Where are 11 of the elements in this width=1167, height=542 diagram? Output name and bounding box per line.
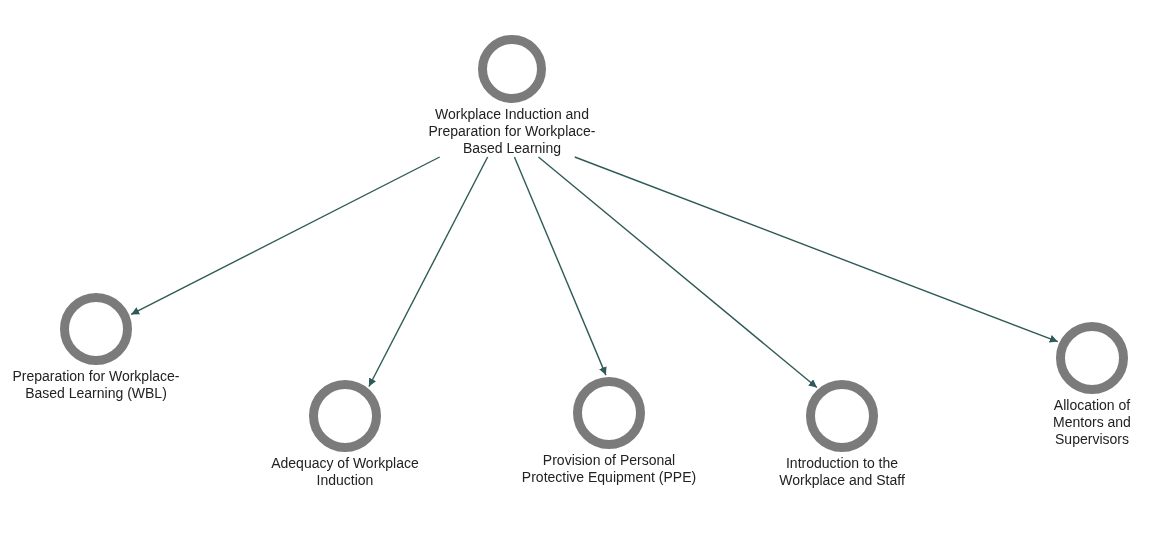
node-label: Allocation of Mentors and Supervisors	[1052, 397, 1132, 448]
node-label: Adequacy of Workplace Induction	[270, 455, 420, 489]
node-label: Workplace Induction and Preparation for Workplace-Based Learning	[427, 106, 597, 157]
node-label: Provision of Personal Protective Equipment (PPE)	[520, 452, 698, 486]
node-label: Preparation for Workplace-Based Learning (WBL)	[11, 368, 181, 402]
arrow	[537, 156, 818, 389]
node-label: Introduction to the Workplace and Staff	[778, 455, 906, 489]
arrow	[130, 156, 441, 316]
arrow	[513, 156, 607, 376]
arrow	[368, 156, 489, 388]
arrow	[574, 156, 1059, 343]
